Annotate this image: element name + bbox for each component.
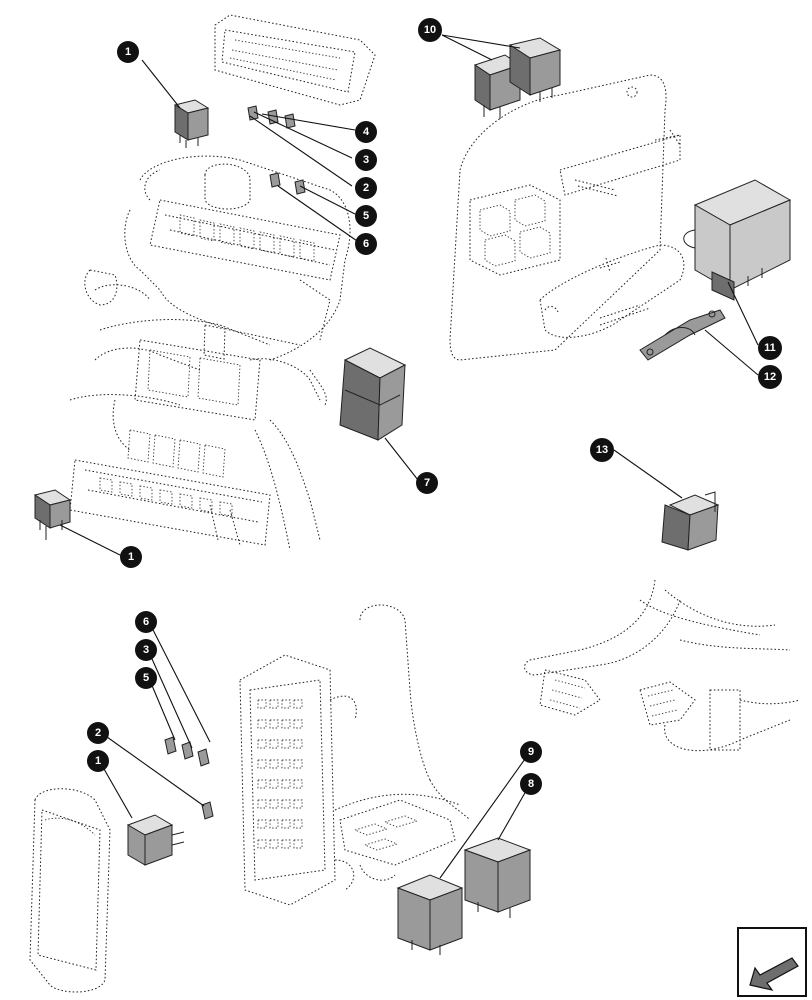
bracket-12 xyxy=(639,309,726,361)
svg-text:3: 3 xyxy=(143,644,149,656)
relay-1-top xyxy=(173,99,210,148)
svg-text:5: 5 xyxy=(363,210,369,222)
svg-text:2: 2 xyxy=(95,727,101,739)
callout-1-lower[interactable]: 1 xyxy=(87,750,109,772)
relay-10-b xyxy=(508,37,562,102)
callout-7[interactable]: 7 xyxy=(416,472,438,494)
callout-5-lower[interactable]: 5 xyxy=(135,667,157,689)
svg-text:6: 6 xyxy=(363,238,369,250)
svg-text:1: 1 xyxy=(128,551,134,563)
fuse-box-cover-top xyxy=(214,14,376,106)
relay-9 xyxy=(396,874,464,955)
svg-text:5: 5 xyxy=(143,672,149,684)
svg-text:13: 13 xyxy=(596,444,608,456)
callout-2-lower[interactable]: 2 xyxy=(87,722,109,744)
relay-1-bottom xyxy=(126,814,185,866)
relay-11 xyxy=(683,179,792,301)
svg-text:2: 2 xyxy=(363,182,369,194)
callout-6[interactable]: 6 xyxy=(355,233,377,255)
svg-text:6: 6 xyxy=(143,616,149,628)
svg-text:11: 11 xyxy=(764,342,776,354)
callout-13[interactable]: 13 xyxy=(590,438,614,462)
callout-5[interactable]: 5 xyxy=(355,205,377,227)
callout-3-lower[interactable]: 3 xyxy=(135,639,157,661)
svg-text:9: 9 xyxy=(528,746,534,758)
wiring-harness-right xyxy=(524,579,801,752)
fuse-box-lower-connector xyxy=(239,604,471,906)
callout-6-lower[interactable]: 6 xyxy=(135,611,157,633)
callout-10[interactable]: 10 xyxy=(418,18,442,42)
callout-1-left[interactable]: 1 xyxy=(120,546,142,568)
relay-8 xyxy=(463,837,532,918)
callout-3[interactable]: 3 xyxy=(355,149,377,171)
svg-text:8: 8 xyxy=(528,778,534,790)
svg-text:4: 4 xyxy=(363,126,370,138)
relay-13 xyxy=(661,491,720,551)
leader-lines xyxy=(59,34,759,879)
relay-7 xyxy=(339,347,407,441)
callout-8[interactable]: 8 xyxy=(520,773,542,795)
svg-text:12: 12 xyxy=(764,371,776,383)
callout-2[interactable]: 2 xyxy=(355,177,377,199)
callout-4[interactable]: 4 xyxy=(355,121,377,143)
callout-11[interactable]: 11 xyxy=(758,336,782,360)
mini-fuses-group-mid xyxy=(269,172,306,195)
svg-text:7: 7 xyxy=(424,477,430,489)
svg-text:10: 10 xyxy=(424,24,436,36)
svg-text:1: 1 xyxy=(125,46,131,58)
callout-12[interactable]: 12 xyxy=(758,365,782,389)
relay-1-left xyxy=(33,489,72,540)
fuse-box-lower-cover xyxy=(29,788,111,993)
callout-1-top[interactable]: 1 xyxy=(117,41,139,63)
callout-9[interactable]: 9 xyxy=(520,741,542,763)
mounting-plate xyxy=(449,74,685,361)
fuse-relay-box-assembly xyxy=(69,155,351,551)
svg-text:3: 3 xyxy=(363,154,369,166)
svg-text:1: 1 xyxy=(95,755,101,767)
mini-fuses-group-lower xyxy=(164,736,214,820)
mini-fuses-group-top xyxy=(247,105,296,129)
arrow-back-icon[interactable] xyxy=(737,927,807,997)
